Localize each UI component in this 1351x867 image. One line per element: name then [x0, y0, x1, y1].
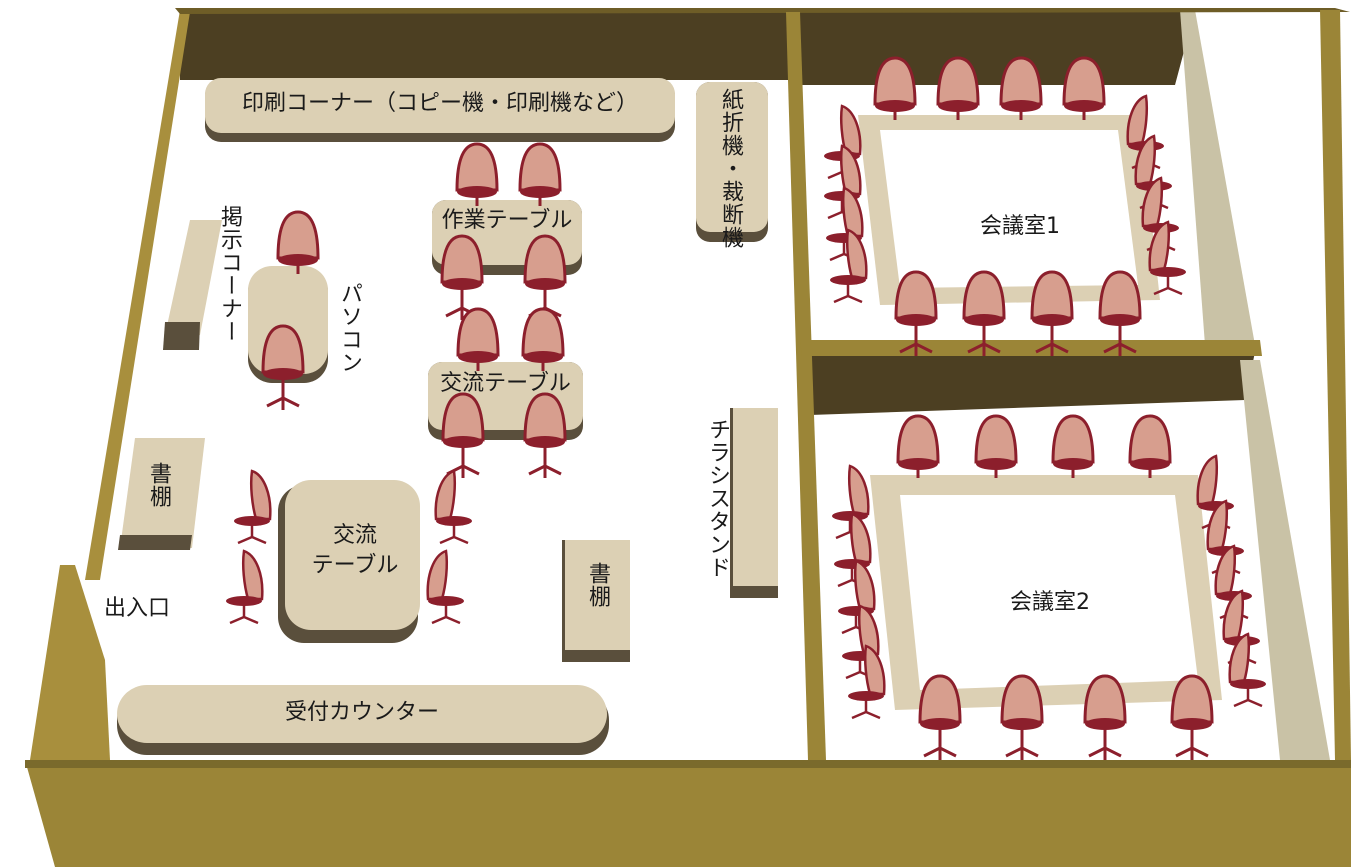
pc-label: パソコン [337, 282, 362, 374]
front-wall [25, 760, 1351, 867]
bookshelf-center-label: 書棚 [585, 562, 610, 608]
flyer-stand-label: チラシスタンド [705, 418, 730, 579]
meeting-room-2-label: 会議室2 [1010, 590, 1090, 615]
entrance-label: 出入口 [104, 596, 171, 621]
room1-right-wall [1180, 10, 1255, 345]
left-wall-lower [30, 565, 110, 760]
right-frame [1320, 10, 1351, 760]
divider-wall-horizontal [800, 340, 1262, 356]
bookshelf-left-label: 書棚 [146, 462, 171, 508]
work-table-label: 作業テーブル [441, 208, 573, 233]
back-wall [180, 10, 790, 80]
exchange-table-bottom-label-line2: テーブル [311, 553, 399, 578]
room2-right-wall [1240, 360, 1330, 760]
paper-folder-machine [696, 82, 768, 232]
room2-back-wall [810, 352, 1255, 415]
exchange-table-bottom-label-line1: 交流 [332, 523, 377, 548]
reception-counter [117, 685, 607, 743]
left-wall-upper [85, 10, 190, 580]
paper-folder-label: 紙折機・裁断機 [718, 88, 743, 249]
top-frame [175, 8, 1350, 14]
exchange-table-bottom [285, 480, 420, 630]
flyer-stand [733, 408, 778, 586]
bookshelf-center [565, 540, 630, 650]
bookshelf-left [120, 438, 205, 548]
exchange-table-top-label: 交流テーブル [440, 371, 571, 396]
room1-back-wall [795, 10, 1195, 85]
print-corner-counter [205, 78, 675, 133]
print-corner-label: 印刷コーナー（コピー機・印刷機など） [241, 91, 638, 116]
bulletin-corner-label: 掲示コーナー [217, 205, 242, 343]
meeting-room-1-label: 会議室1 [980, 214, 1060, 239]
reception-label: 受付カウンター [284, 700, 439, 725]
bulletin-board [165, 220, 222, 335]
divider-wall-vertical [786, 12, 826, 760]
